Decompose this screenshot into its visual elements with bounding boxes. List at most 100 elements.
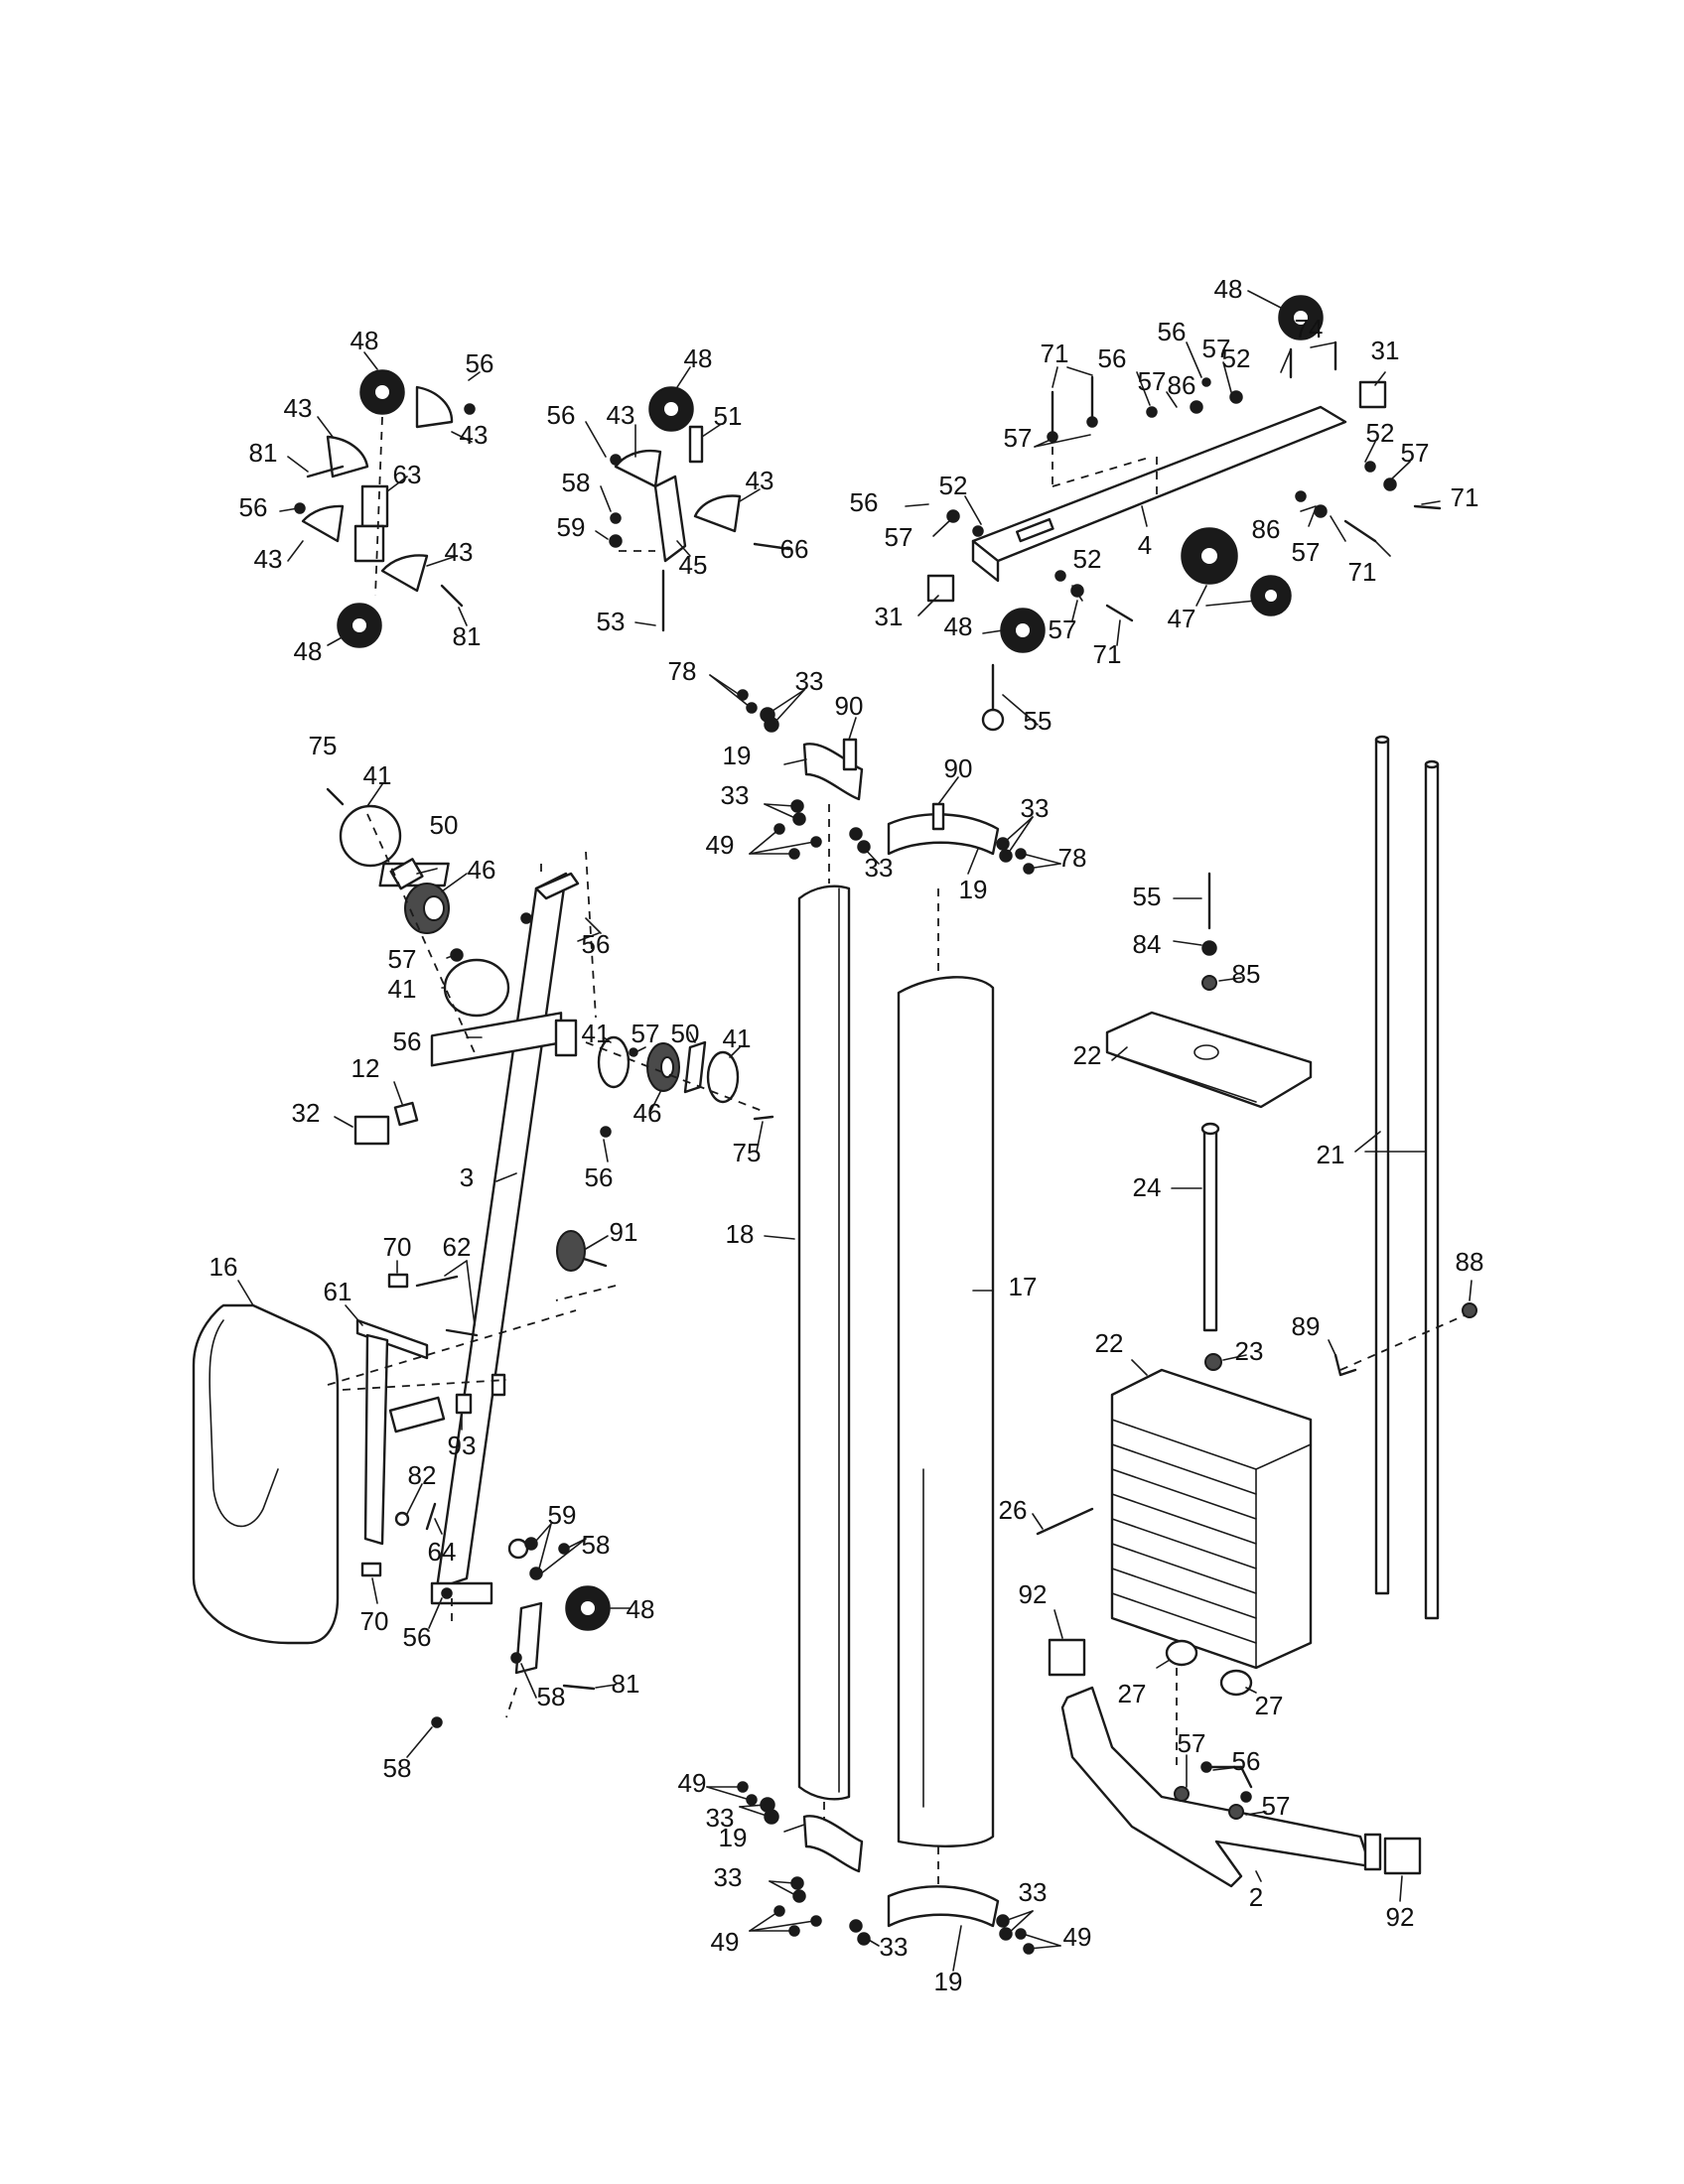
plate-12 xyxy=(393,1101,419,1127)
pulley-bracket-assembly-left xyxy=(294,369,476,648)
clip-90 xyxy=(842,738,858,771)
callout-label: 66 xyxy=(780,534,809,564)
pulley-shield-43 xyxy=(326,435,369,478)
callout-label: 43 xyxy=(746,466,774,495)
callout-label: 48 xyxy=(627,1594,655,1624)
callout-label: 41 xyxy=(388,974,417,1004)
callout-label: 43 xyxy=(254,544,283,574)
spacer-70 xyxy=(387,1273,409,1289)
callout-label: 55 xyxy=(1133,882,1162,911)
callout-label: 52 xyxy=(1073,544,1102,574)
callout-label: 33 xyxy=(714,1862,743,1892)
bracket xyxy=(514,1601,543,1675)
bracket xyxy=(491,1373,506,1397)
callout-label: 84 xyxy=(1133,929,1162,959)
bumper-27 xyxy=(1165,1639,1198,1667)
callout-label: 58 xyxy=(562,468,591,497)
callout-label: 56 xyxy=(1232,1746,1261,1776)
callout-label: 26 xyxy=(999,1495,1028,1525)
callout-label: 27 xyxy=(1255,1691,1284,1720)
callout-label: 57 xyxy=(1178,1728,1206,1758)
callout-label: 19 xyxy=(934,1967,963,1996)
callout-label: 90 xyxy=(835,691,864,721)
bushing-23 xyxy=(1204,1353,1222,1371)
callout-label: 48 xyxy=(351,326,379,355)
bracket xyxy=(554,1019,578,1057)
callout-label: 18 xyxy=(726,1219,755,1249)
callout-label: 49 xyxy=(1063,1922,1092,1952)
callout-label: 55 xyxy=(1024,706,1052,736)
callout-label: 57 xyxy=(1401,438,1430,468)
callout-label: 56 xyxy=(1158,317,1187,346)
seat-post xyxy=(363,1333,389,1546)
callout-label: 58 xyxy=(582,1530,611,1560)
selector-rod-24 xyxy=(1202,1125,1218,1332)
pulley-disc-41 xyxy=(339,804,402,868)
bracket-51 xyxy=(688,425,704,464)
callout-label: 45 xyxy=(679,550,708,580)
seat-post-tube xyxy=(388,1396,446,1433)
callout-label: 33 xyxy=(706,1803,735,1833)
callout-label: 64 xyxy=(428,1537,457,1567)
callout-label: 57 xyxy=(1138,366,1167,396)
callout-label: 71 xyxy=(1093,639,1122,669)
pulley-shield-43 xyxy=(693,494,742,533)
shroud-17 xyxy=(897,976,995,1847)
callout-label: 52 xyxy=(939,471,968,500)
cable-ball-55 xyxy=(981,708,1005,732)
callout-label: 24 xyxy=(1133,1172,1162,1202)
callout-label: 92 xyxy=(1386,1902,1415,1932)
seat-bracket-61 xyxy=(355,1318,429,1360)
callout-label: 58 xyxy=(383,1753,412,1783)
weight-stack-22 xyxy=(1110,1368,1313,1670)
clip-88 xyxy=(1462,1302,1477,1318)
back-pad-16 xyxy=(192,1303,340,1645)
bottom-shroud-brackets xyxy=(737,1781,1035,1955)
callout-label: 58 xyxy=(537,1682,566,1711)
callout-label: 31 xyxy=(1371,336,1400,365)
knob-91 xyxy=(556,1230,586,1272)
callout-label: 48 xyxy=(1214,274,1243,304)
callout-label: 56 xyxy=(850,487,879,517)
bracket-63 xyxy=(360,484,389,528)
tube-hole xyxy=(507,1538,529,1560)
callout-label: 56 xyxy=(585,1162,614,1192)
callout-label: 93 xyxy=(448,1431,477,1460)
callout-label: 56 xyxy=(466,348,494,378)
callout-label: 33 xyxy=(1019,1877,1048,1907)
callout-label: 22 xyxy=(1073,1040,1102,1070)
bracket-50 xyxy=(683,1040,707,1094)
arm-tube-12 xyxy=(430,1012,563,1067)
callout-label: 70 xyxy=(360,1606,389,1636)
seat-back-assembly xyxy=(192,1230,617,1645)
end-cap-92 xyxy=(1383,1837,1422,1875)
nut-84 xyxy=(1201,940,1217,956)
guide-rod xyxy=(1374,738,1390,1595)
callout-label: 56 xyxy=(393,1026,422,1056)
bracket-19 xyxy=(802,1815,864,1873)
base-frame-2 xyxy=(1048,1638,1422,1888)
callout-label: 57 xyxy=(885,522,913,552)
callout-label: 56 xyxy=(403,1622,432,1652)
callout-label: 41 xyxy=(723,1024,752,1053)
callout-label: 43 xyxy=(607,400,635,430)
bracket-19 xyxy=(887,813,1000,856)
callout-label: 86 xyxy=(1252,514,1281,544)
callout-label: 3 xyxy=(460,1162,474,1192)
spacer-70 xyxy=(360,1562,382,1577)
callout-label: 59 xyxy=(548,1500,577,1530)
callout-label: 81 xyxy=(612,1669,640,1699)
callout-label: 91 xyxy=(610,1217,638,1247)
callout-label: 56 xyxy=(547,400,576,430)
callout-label: 85 xyxy=(1232,959,1261,989)
callout-label: 70 xyxy=(383,1232,412,1262)
callout-label: 57 xyxy=(1202,334,1231,363)
shrouds xyxy=(797,804,995,1901)
top-crossbar-assembly xyxy=(926,295,1442,732)
callout-label: 57 xyxy=(1004,423,1033,453)
callout-label: 33 xyxy=(880,1932,909,1962)
callout-label: 61 xyxy=(324,1277,352,1306)
side-pulley-stack xyxy=(585,1035,774,1138)
